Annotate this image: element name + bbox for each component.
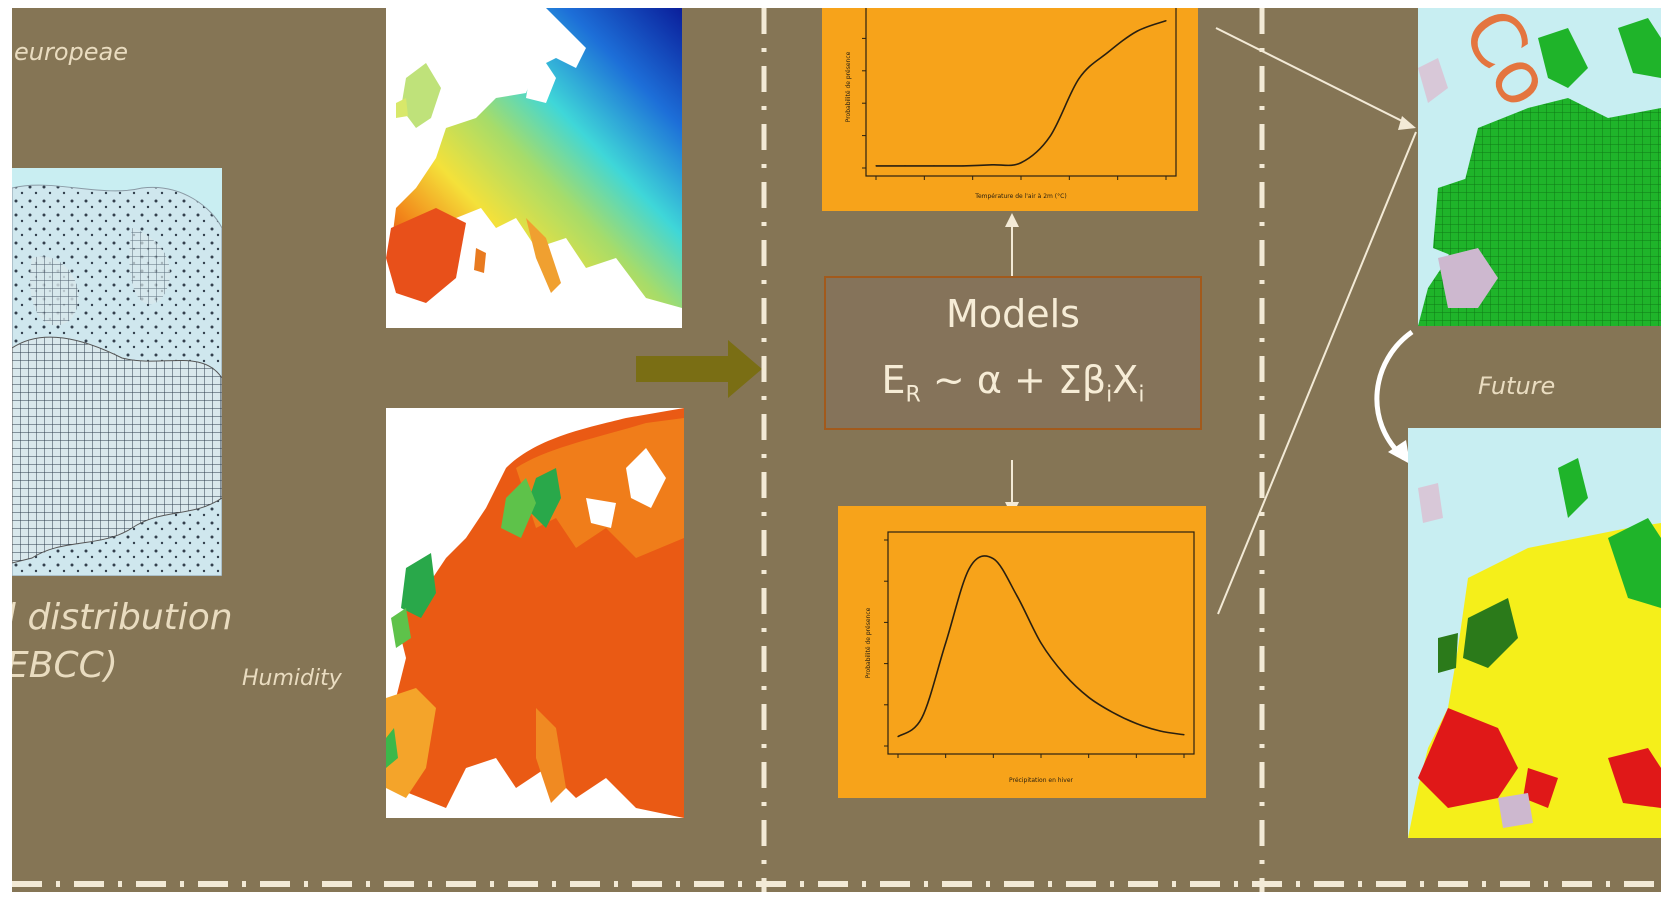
curved-arrow [1362, 329, 1422, 470]
separator-right [1256, 8, 1268, 892]
y-axis-label: Probabilité de présence [845, 51, 852, 122]
data-point [1020, 162, 1022, 164]
slide-background: europeae l distribution EBCC) [12, 8, 1661, 892]
arrow-up [1005, 213, 1019, 285]
series-line [876, 19, 1167, 167]
data-point [1165, 20, 1167, 22]
bell-chart: Précipitation en hiver Probabilité de pré… [865, 531, 1195, 784]
model-formula: ER ~ α + ΣβiXi [881, 358, 1145, 408]
data-point [1016, 595, 1018, 597]
data-point [897, 736, 899, 738]
models-box: Models ER ~ α + ΣβiXi [824, 276, 1202, 430]
data-point [1088, 696, 1090, 698]
data-point [1135, 722, 1137, 725]
data-point [904, 165, 906, 167]
distribution-label-line2: EBCC) [12, 645, 118, 686]
temperature-map [386, 8, 682, 328]
projection-lines [1202, 8, 1432, 628]
data-point [1107, 51, 1109, 53]
data-point [875, 165, 877, 167]
sigmoid-chart-panel: Température de l'air à 2m (°C) Probabilit… [822, 8, 1198, 211]
data-point [1040, 642, 1042, 644]
data-point [968, 567, 971, 569]
future-label: Future [1478, 372, 1556, 400]
data-point [1049, 135, 1051, 138]
data-point [945, 642, 947, 644]
humidity-label: Humidity [242, 666, 342, 691]
y-axis-label: Probabilité de présence [865, 607, 872, 678]
observed-distribution-map [12, 168, 223, 577]
humidity-map [386, 408, 684, 818]
data-point [992, 558, 994, 560]
future-distribution-map [1408, 428, 1661, 838]
present-distribution-map [1418, 8, 1661, 326]
data-point [1136, 30, 1138, 32]
species-label: europeae [14, 38, 128, 66]
x-axis-label: Température de l'air à 2m (°C) [974, 193, 1066, 200]
data-point [1183, 734, 1185, 736]
data-point [933, 165, 935, 167]
distribution-label-line1: l distribution [12, 597, 233, 638]
data-point [1111, 711, 1114, 713]
series-line [897, 555, 1185, 738]
separator-bottom [12, 876, 1661, 890]
data-point [1078, 77, 1080, 80]
data-point [1064, 674, 1066, 676]
data-point [1159, 730, 1161, 732]
data-point [921, 717, 923, 719]
x-axis-label: Précipitation en hiver [1009, 777, 1074, 784]
data-point [991, 164, 993, 166]
input-arrow [636, 338, 766, 400]
separator-left [758, 8, 770, 892]
bell-chart-panel: Précipitation en hiver Probabilité de pré… [838, 506, 1206, 798]
models-title: Models [946, 292, 1080, 336]
plot-frame [865, 8, 1177, 177]
sigmoid-chart: Température de l'air à 2m (°C) Probabilit… [845, 8, 1177, 200]
data-point [962, 165, 964, 167]
